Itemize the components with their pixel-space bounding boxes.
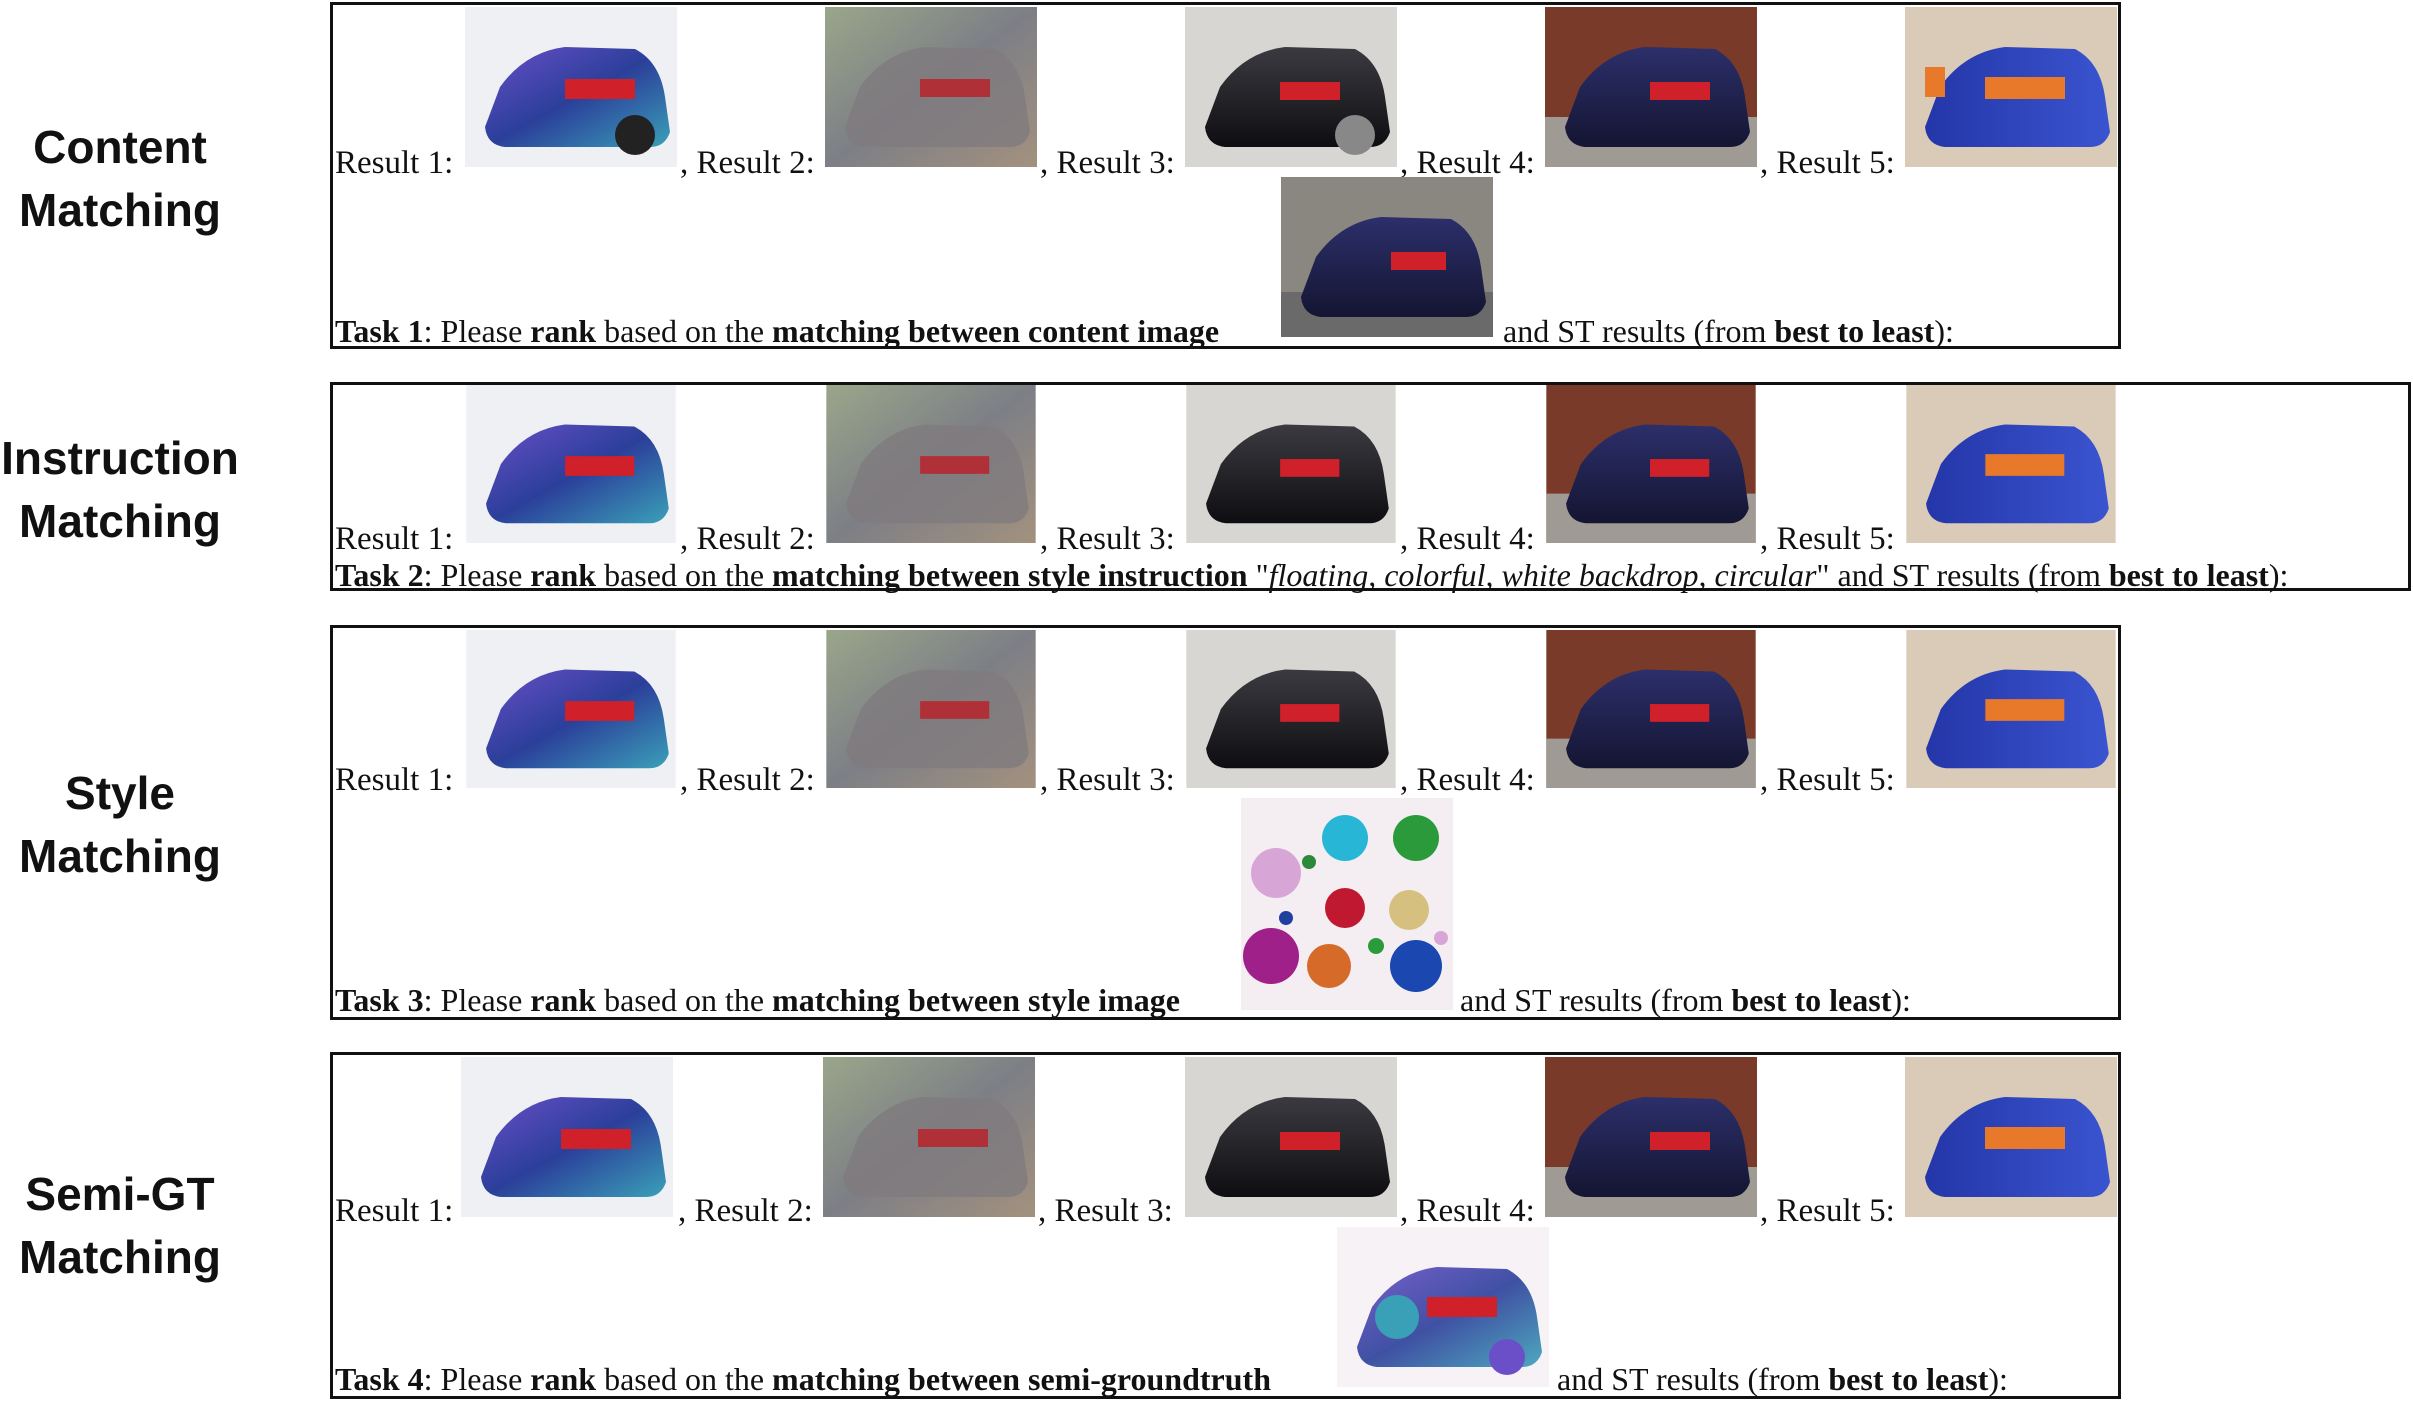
task-panel-4: Result 1: , Result 2: , Result 3: , Resu… [330,1052,2121,1399]
row-label-instruction-matching: Instruction Matching [0,427,240,553]
car-texture-noise-image[interactable] [825,7,1037,167]
car-blue-orange-image[interactable] [1905,630,2117,788]
result-5-label: , Result 5: [1760,762,1895,798]
car-navy-photo-image[interactable] [1545,385,1757,543]
car-navy-photo-image[interactable] [1545,630,1757,788]
row-label-line1: Content [33,121,207,173]
task-4-suffix: and ST results (from best to least): [1557,1361,2008,1397]
car-dark-photo-image[interactable] [1185,1057,1397,1217]
result-5-label: , Result 5: [1760,521,1895,557]
semi-groundtruth-car-image[interactable] [1337,1227,1549,1387]
car-navy-photo-image[interactable] [1545,1057,1757,1217]
result-4-label: , Result 4: [1400,145,1535,181]
row-label-line1: Style [65,767,175,819]
result-5-label: , Result 5: [1760,1193,1895,1229]
car-stylized-blue-image[interactable] [461,1057,673,1217]
result-4-label: , Result 4: [1400,521,1535,557]
task-panel-3: Result 1: , Result 2: , Result 3: , Resu… [330,625,2121,1020]
car-texture-noise-image[interactable] [823,1057,1035,1217]
result-3-label: , Result 3: [1040,521,1175,557]
result-2-label: , Result 2: [680,762,815,798]
row-label-style-matching: Style Matching [0,762,240,888]
car-blue-orange-image[interactable] [1905,1057,2117,1217]
result-3-label: , Result 3: [1038,1193,1173,1229]
car-dark-photo-image[interactable] [1185,7,1397,167]
result-3-label: , Result 3: [1040,145,1175,181]
result-3-label: , Result 3: [1040,762,1175,798]
task-4-instruction: Task 4: Please rank based on the matchin… [335,1361,1271,1397]
row-label-line1: Semi-GT [25,1168,215,1220]
row-label-semi-gt-matching: Semi-GT Matching [0,1163,240,1289]
result-1-label: Result 1: [335,145,454,181]
result-1-label: Result 1: [335,1193,454,1229]
result-2-label: , Result 2: [678,1193,813,1229]
car-texture-noise-image[interactable] [825,630,1037,788]
task-1-suffix: and ST results (from best to least): [1503,313,1954,349]
car-dark-photo-image[interactable] [1185,630,1397,788]
car-stylized-blue-image[interactable] [465,385,677,543]
car-stylized-blue-image[interactable] [465,7,677,167]
result-1-label: Result 1: [335,762,454,798]
result-2-label: , Result 2: [680,145,815,181]
row-label-line1: Instruction [1,432,239,484]
result-2-label: , Result 2: [680,521,815,557]
row-label-line2: Matching [19,495,221,547]
row-label-line2: Matching [19,184,221,236]
row-label-line2: Matching [19,830,221,882]
task-2-instruction: Task 2: Please rank based on the matchin… [335,557,2289,593]
car-dark-photo-image[interactable] [1185,385,1397,543]
car-blue-orange-image[interactable] [1905,7,2117,167]
row-label-line2: Matching [19,1231,221,1283]
task-3-suffix: and ST results (from best to least): [1460,982,1911,1018]
task-3-instruction: Task 3: Please rank based on the matchin… [335,982,1180,1018]
car-navy-photo-image[interactable] [1545,7,1757,167]
car-stylized-blue-image[interactable] [465,630,677,788]
result-4-label: , Result 4: [1400,1193,1535,1229]
result-5-label: , Result 5: [1760,145,1895,181]
row-label-content-matching: Content Matching [0,116,240,242]
colorful-circles-style-image[interactable] [1241,798,1453,1010]
car-texture-noise-image[interactable] [825,385,1037,543]
car-blue-orange-image[interactable] [1905,385,2117,543]
task-panel-1: Result 1: , Result 2: , Result 3: , Resu… [330,2,2121,349]
result-4-label: , Result 4: [1400,762,1535,798]
result-1-label: Result 1: [335,521,454,557]
task-panel-2: Result 1: , Result 2: , Result 3: , Resu… [330,382,2411,591]
task-1-instruction: Task 1: Please rank based on the matchin… [335,313,1220,349]
content-car-photo-image[interactable] [1281,177,1493,337]
